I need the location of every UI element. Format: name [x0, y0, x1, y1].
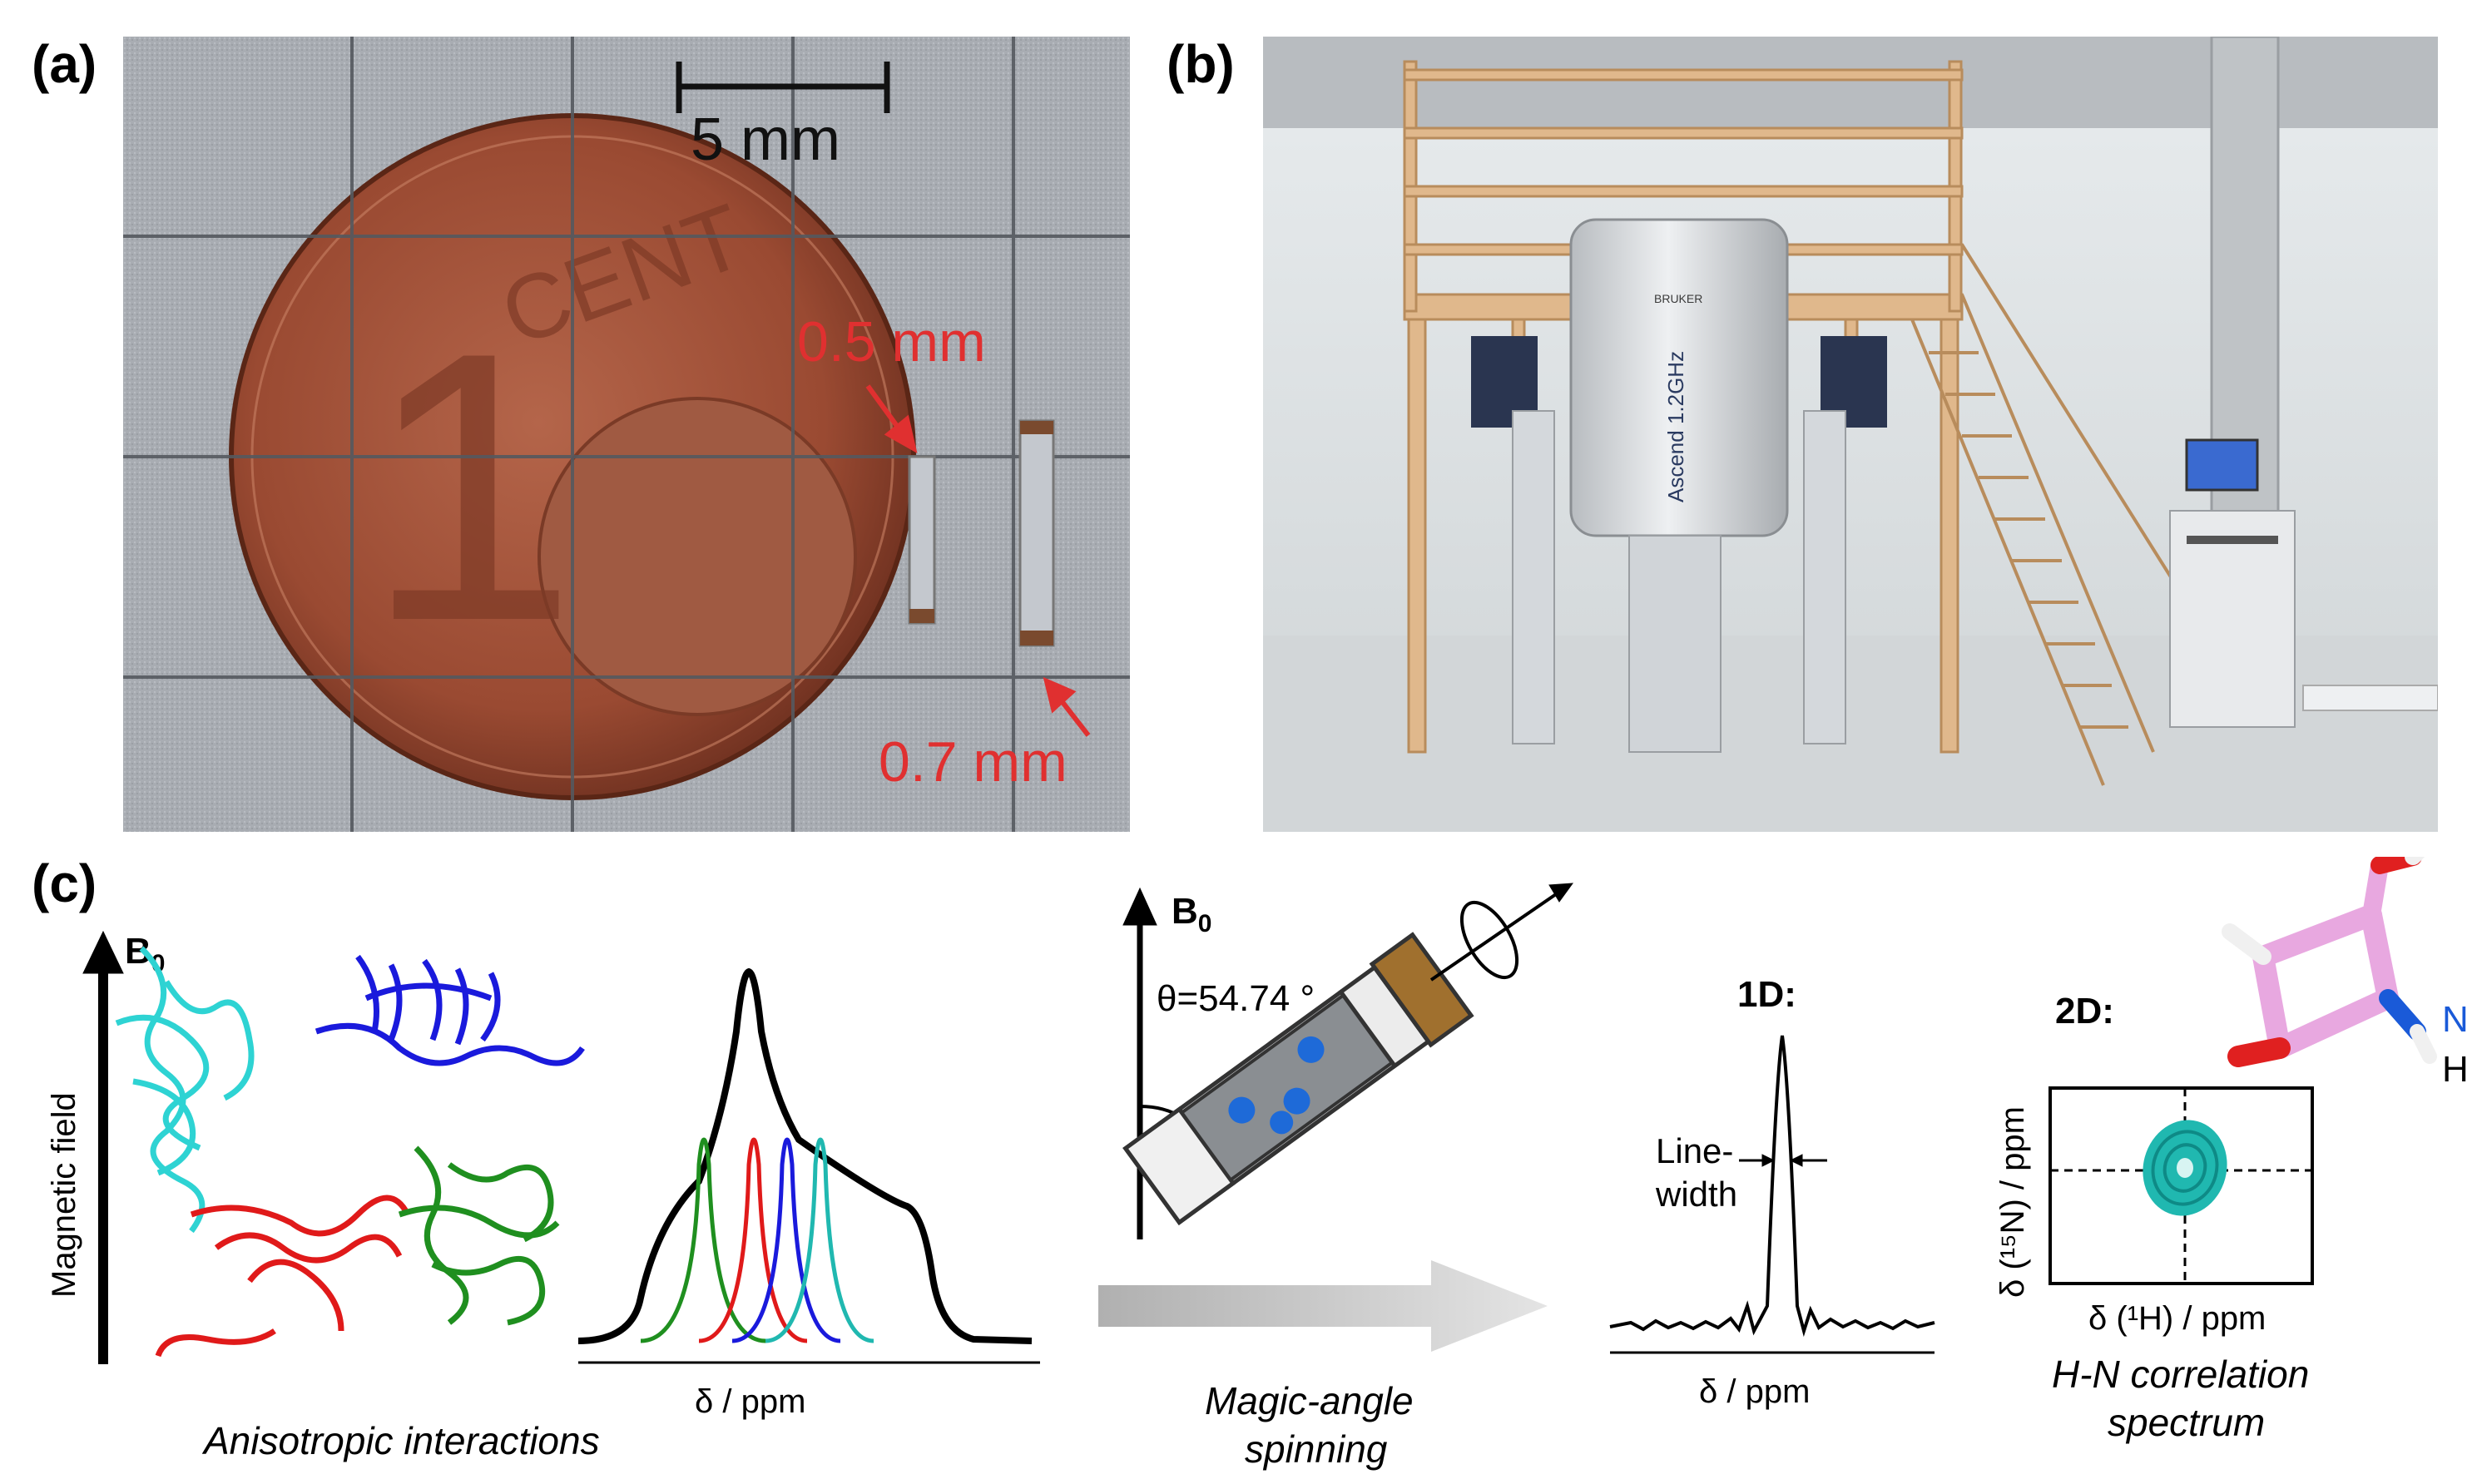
arrow-to-small-rotor: [865, 384, 918, 453]
anisotropic-caption: Anisotropic interactions: [201, 1419, 600, 1462]
coin-globe: [538, 397, 857, 716]
panel-a-photo: 1 CENT 5 mm 0.5 mm 0.7 mm: [123, 37, 1130, 832]
protein-green: [398, 1145, 560, 1326]
magnet-model: Ascend 1.2GHz: [1663, 351, 1688, 502]
arrow-to-large-rotor: [1043, 676, 1091, 737]
twod-contour-peak: [2143, 1120, 2227, 1216]
theta-label: θ=54.74 °: [1157, 978, 1315, 1019]
linewidth-line2: width: [1655, 1175, 1737, 1214]
rotor-large-label: 0.7 mm: [879, 730, 1068, 794]
rotor-0-7mm: [1018, 419, 1055, 647]
transition-arrow: [1098, 1260, 1548, 1352]
linewidth-arrows: [1739, 1154, 1827, 1167]
peak-teal: [765, 1137, 874, 1343]
atom-n-label: N: [2442, 999, 2469, 1040]
mas-caption-line2: spinning: [1245, 1427, 1388, 1471]
static-powder-pattern: [577, 967, 1033, 1344]
mas-b0-label: B0: [1172, 891, 1211, 937]
hn-caption-line2: spectrum: [2108, 1401, 2265, 1444]
static-xlabel: δ / ppm: [695, 1383, 805, 1420]
static-spectrum: [577, 967, 1040, 1364]
sample-sphere: [1228, 1096, 1256, 1124]
magnetic-field-label: Magnetic field: [46, 1092, 82, 1298]
linewidth-line1: Line-: [1656, 1131, 1733, 1170]
wooden-stairs: [1910, 243, 2188, 786]
hn-caption-line1: H-N correlation: [2052, 1353, 2309, 1396]
panel-b-label: (b): [1167, 34, 1235, 94]
mas-caption-line1: Magic-angle: [1205, 1379, 1414, 1422]
paper-grid: [123, 37, 1130, 832]
rotor-0-5mm: [908, 455, 936, 625]
oned-title: 1D:: [1737, 974, 1796, 1015]
console-cabinet: [2169, 438, 2296, 728]
oned-spectrum: [1609, 1035, 1935, 1338]
magnet-brand: BRUKER: [1654, 292, 1702, 305]
protein-blue: [315, 954, 585, 1066]
peak-blue: [731, 1137, 841, 1343]
mas-b0-arrow: [1122, 887, 1157, 1239]
oned-xlabel: δ / ppm: [1699, 1373, 1810, 1410]
amino-acid-stick-model: [2222, 857, 2437, 1067]
atom-h-label: H: [2442, 1049, 2469, 1090]
panel-b-photo: BRUKER Ascend 1.2GHz: [1263, 37, 2438, 832]
peak-red: [698, 1137, 808, 1343]
rotation-axis-arrow: [1429, 883, 1574, 982]
desk: [2302, 685, 2438, 711]
panel-c-label: (c): [32, 853, 97, 913]
nmr-magnet: [1471, 218, 1887, 753]
coin-value: 1: [364, 274, 577, 700]
b0-label: B0: [125, 931, 165, 977]
protein-cyan: [115, 946, 255, 1234]
protein-red: [155, 1195, 411, 1358]
panel-a-label: (a): [32, 34, 97, 94]
panel-c-diagram: B0 Magnetic field δ / ppm Anisotropic in…: [46, 857, 2469, 1471]
twod-ylabel: δ (¹⁵N) / ppm: [1994, 1106, 2031, 1298]
mas-rotor: [1122, 932, 1474, 1225]
twod-xlabel: δ (¹H) / ppm: [2088, 1300, 2266, 1337]
twod-title: 2D:: [2055, 991, 2114, 1031]
b0-axis-arrow: [82, 930, 124, 1364]
scale-bar: [676, 62, 890, 113]
scale-bar-label: 5 mm: [691, 106, 840, 173]
rotor-small-label: 0.5 mm: [797, 310, 986, 373]
